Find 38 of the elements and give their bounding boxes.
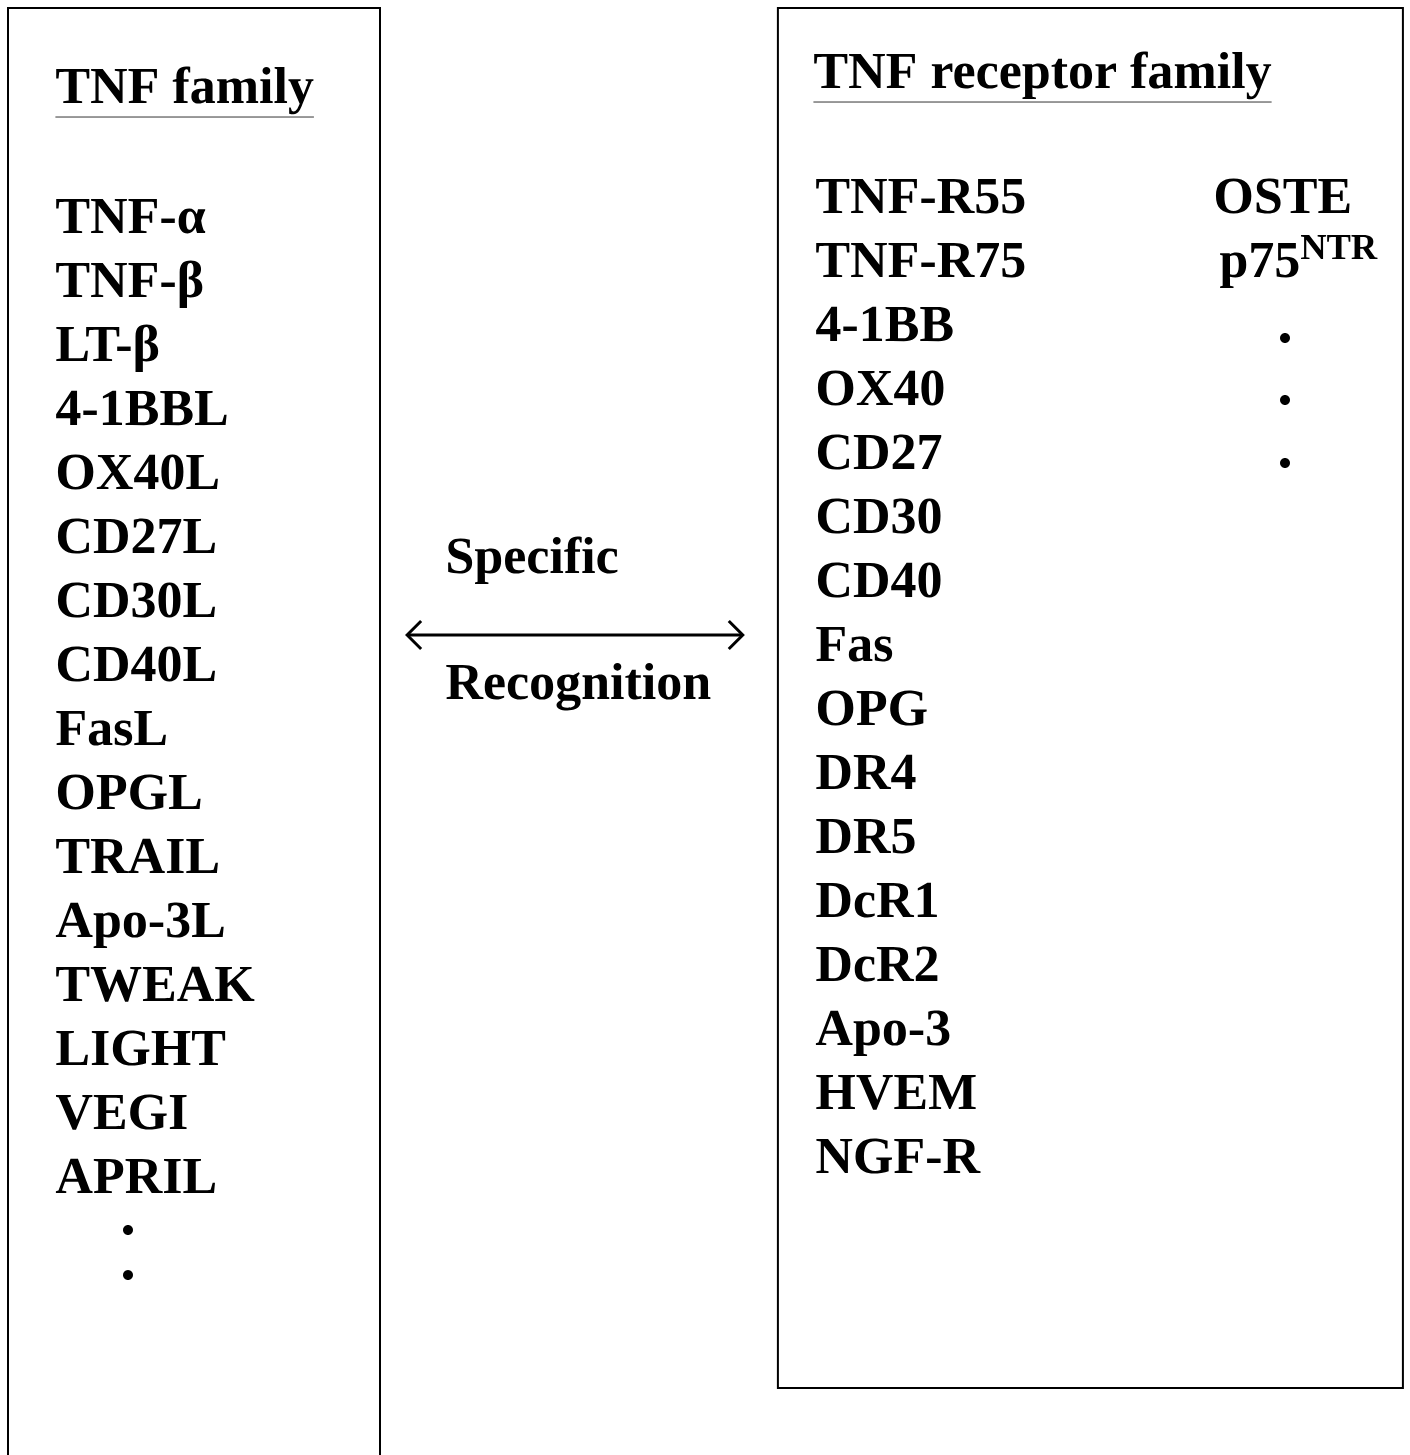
list-item: CD30L bbox=[57, 582, 215, 618]
list-item: Fas bbox=[816, 626, 893, 662]
list-item: HVEM bbox=[816, 1074, 976, 1110]
list-item: 4-1BBL bbox=[56, 390, 227, 426]
list-item: TRAIL bbox=[56, 838, 218, 873]
list-item: DR5 bbox=[816, 818, 915, 854]
list-item: CD27L bbox=[57, 518, 215, 554]
list-item: CD30 bbox=[817, 498, 941, 534]
list-item: OX40L bbox=[57, 454, 218, 490]
list-item: OX40 bbox=[817, 370, 944, 406]
list-item: TNF-β bbox=[56, 260, 203, 309]
list-item: TWEAK bbox=[56, 966, 255, 1002]
list-item: DcR2 bbox=[816, 946, 938, 982]
list-item: Apo-3L bbox=[55, 902, 224, 949]
list-item: APRIL bbox=[55, 1158, 215, 1193]
heading: TNF receptor family bbox=[813, 51, 1273, 103]
list-item: CD27 bbox=[817, 434, 942, 470]
edge-label: Specific Recognition bbox=[446, 536, 711, 711]
list-item: CD40L bbox=[57, 646, 215, 682]
list-item: LT-β bbox=[56, 324, 159, 373]
list-item: Apo-3 bbox=[815, 1010, 950, 1057]
list-item: FasL bbox=[56, 710, 166, 746]
list-item: DR4 bbox=[816, 754, 916, 790]
list-item: TNF-R55 bbox=[816, 178, 1025, 214]
list-item: 4-1BB bbox=[816, 306, 953, 342]
list-item: p75$^{NTR}$ bbox=[1220, 235, 1378, 289]
list-item: NGF-R bbox=[816, 1138, 981, 1174]
list-item: TNF-α bbox=[56, 198, 206, 234]
list-item: VEGI bbox=[56, 1094, 187, 1130]
list-item: LIGHT bbox=[56, 1030, 226, 1066]
list-item: OSTE bbox=[1215, 178, 1350, 214]
list-item: TNF-R75 bbox=[816, 242, 1025, 278]
double-arrow bbox=[405, 619, 745, 651]
list-item: CD40 bbox=[817, 562, 941, 598]
list-item: DcR1 bbox=[816, 882, 937, 918]
heading: TNF family bbox=[55, 66, 315, 118]
list-item: OPG bbox=[817, 690, 927, 726]
list-item: OPGL bbox=[57, 774, 201, 810]
